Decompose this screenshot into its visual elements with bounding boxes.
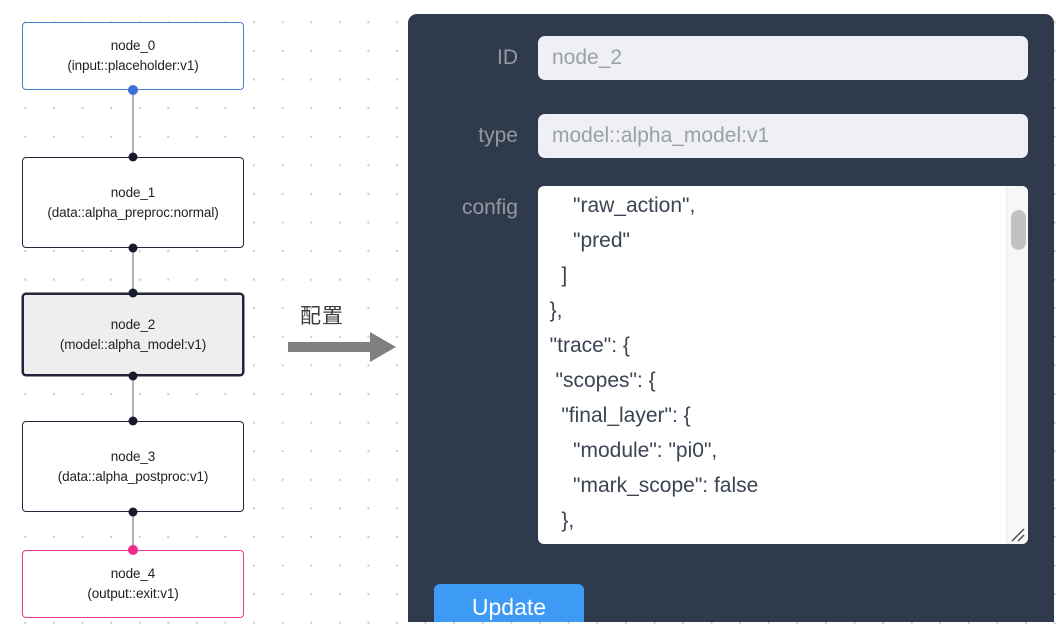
config-field-label: config xyxy=(461,196,518,219)
id-field-label: ID xyxy=(497,46,518,69)
resize-handle-icon[interactable] xyxy=(1008,525,1026,543)
field-row-type: type xyxy=(408,114,1054,158)
node-properties-panel: ID type config "raw_action", "pred" ] },… xyxy=(408,14,1054,622)
field-row-config: config "raw_action", "pred" ] }, "trace"… xyxy=(408,186,1054,544)
node-title: node_3 xyxy=(110,448,156,464)
node_2-target-handle[interactable] xyxy=(128,288,138,298)
node-subtitle: (output::exit:v1) xyxy=(87,586,179,601)
flow-node-node_2[interactable]: node_2 (model::alpha_model:v1) xyxy=(22,293,244,376)
type-input[interactable] xyxy=(538,114,1028,158)
edge-node_1-node_2[interactable] xyxy=(132,248,134,293)
node_2-source-handle[interactable] xyxy=(128,371,138,381)
edge-node_0-node_1[interactable] xyxy=(132,90,134,157)
flow-node-node_3[interactable]: node_3 (data::alpha_postproc:v1) xyxy=(22,421,244,512)
type-field-label: type xyxy=(478,124,518,147)
node_1-target-handle[interactable] xyxy=(128,152,138,162)
node-title: node_4 xyxy=(110,566,156,581)
flow-node-node_1[interactable]: node_1 (data::alpha_preproc:normal) xyxy=(22,157,244,248)
node_3-source-handle[interactable] xyxy=(128,507,138,517)
edge-node_2-node_3[interactable] xyxy=(132,376,134,421)
flow-node-node_4[interactable]: node_4 (output::exit:v1) xyxy=(22,550,244,618)
node_0-source-handle[interactable] xyxy=(128,85,138,95)
node_4-target-handle[interactable] xyxy=(128,545,138,555)
update-button[interactable]: Update xyxy=(434,584,584,622)
node_1-source-handle[interactable] xyxy=(128,243,138,253)
node-subtitle: (input::placeholder:v1) xyxy=(67,58,199,73)
node-title: node_1 xyxy=(110,184,156,200)
flow-node-node_0[interactable]: node_0 (input::placeholder:v1) xyxy=(22,22,244,90)
field-row-id: ID xyxy=(408,36,1054,80)
arrow-label: 配置 xyxy=(300,304,344,328)
node-subtitle: (data::alpha_postproc:v1) xyxy=(57,468,209,484)
edge-node_3-node_4[interactable] xyxy=(132,512,134,550)
config-textarea[interactable]: "raw_action", "pred" ] }, "trace": { "sc… xyxy=(549,194,759,532)
configure-arrow-icon xyxy=(288,332,396,362)
node-subtitle: (data::alpha_preproc:normal) xyxy=(47,204,219,220)
id-input[interactable] xyxy=(538,36,1028,80)
config-scrollbar[interactable] xyxy=(1006,186,1028,544)
node-title: node_2 xyxy=(110,316,156,332)
config-scrollbar-thumb[interactable] xyxy=(1011,210,1026,250)
node-subtitle: (model::alpha_model:v1) xyxy=(59,336,207,352)
config-textarea-wrapper: "raw_action", "pred" ] }, "trace": { "sc… xyxy=(538,186,1028,544)
node_3-target-handle[interactable] xyxy=(128,416,138,426)
node-title: node_0 xyxy=(110,38,156,53)
